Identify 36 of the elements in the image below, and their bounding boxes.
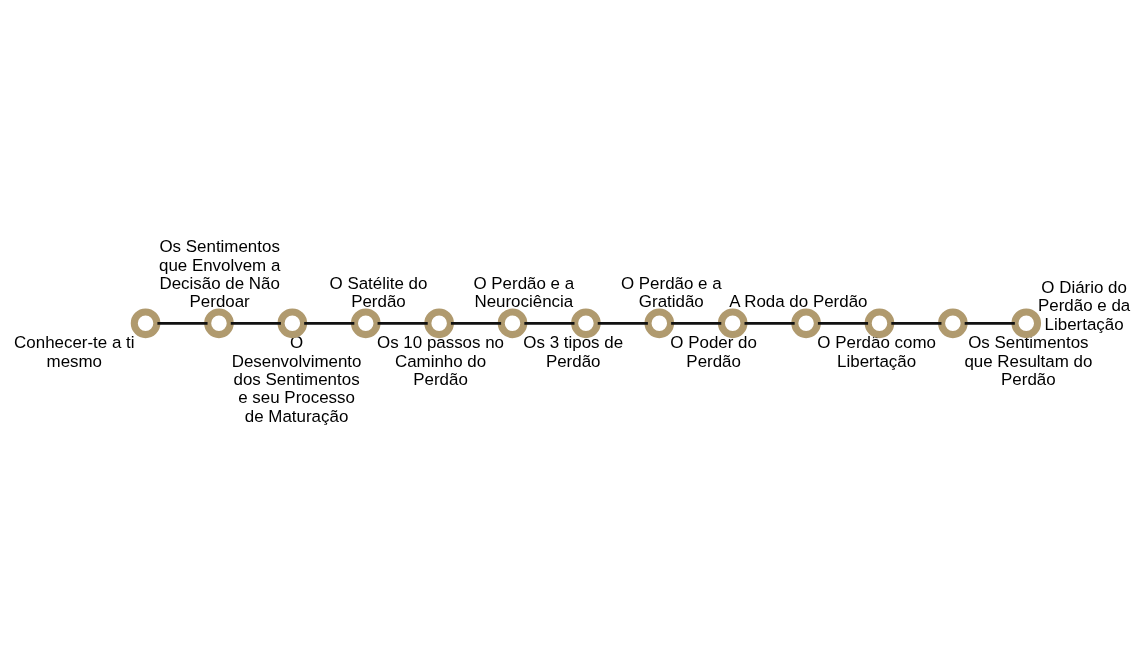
connector: [377, 321, 428, 325]
node-label: O Perdão e a Gratidão: [620, 273, 722, 311]
connector: [671, 321, 722, 325]
node-circle: [864, 308, 895, 338]
node-circle: [497, 308, 528, 338]
node-label: Os 10 passos no Caminho do Perdão: [377, 332, 505, 389]
node-label: O Poder do Perdão: [670, 332, 757, 371]
connector: [891, 321, 942, 325]
node-circle: [644, 308, 675, 338]
node-label: O Perdão como Libertação: [817, 332, 936, 371]
node-circle: [424, 308, 454, 338]
node-circle: [791, 308, 821, 338]
node-circle: [571, 308, 601, 338]
node-circle: [277, 308, 308, 338]
node-circle: [938, 308, 968, 338]
connector: [964, 321, 1015, 325]
node-circle: [204, 308, 234, 338]
node-label: Os Sentimentos que Envolvem a Decisão de Não Perdoar: [158, 236, 281, 311]
node-label: Os 3 tipos de Perdão: [523, 332, 624, 371]
connector: [597, 321, 648, 325]
connector: [744, 321, 795, 325]
connector: [817, 321, 869, 325]
connector: [450, 321, 502, 325]
node-label: O Diário do Perdão e da Libertação: [1038, 277, 1131, 334]
node-label: O Satélite do Perdão: [329, 273, 428, 311]
node-circle: [130, 308, 161, 338]
node-circle: [350, 308, 381, 338]
connector: [524, 321, 575, 325]
node-label: Os Sentimentos que Resultam do Perdão: [964, 332, 1093, 389]
node-label: Conhecer-te a ti mesmo: [14, 332, 135, 371]
connector: [230, 321, 281, 325]
connector: [157, 321, 208, 325]
node-label: O Perdão e a Neurociência: [473, 273, 575, 311]
node-label: A Roda do Perdão: [729, 291, 868, 311]
connector: [304, 321, 355, 325]
node-circle: [717, 308, 748, 338]
